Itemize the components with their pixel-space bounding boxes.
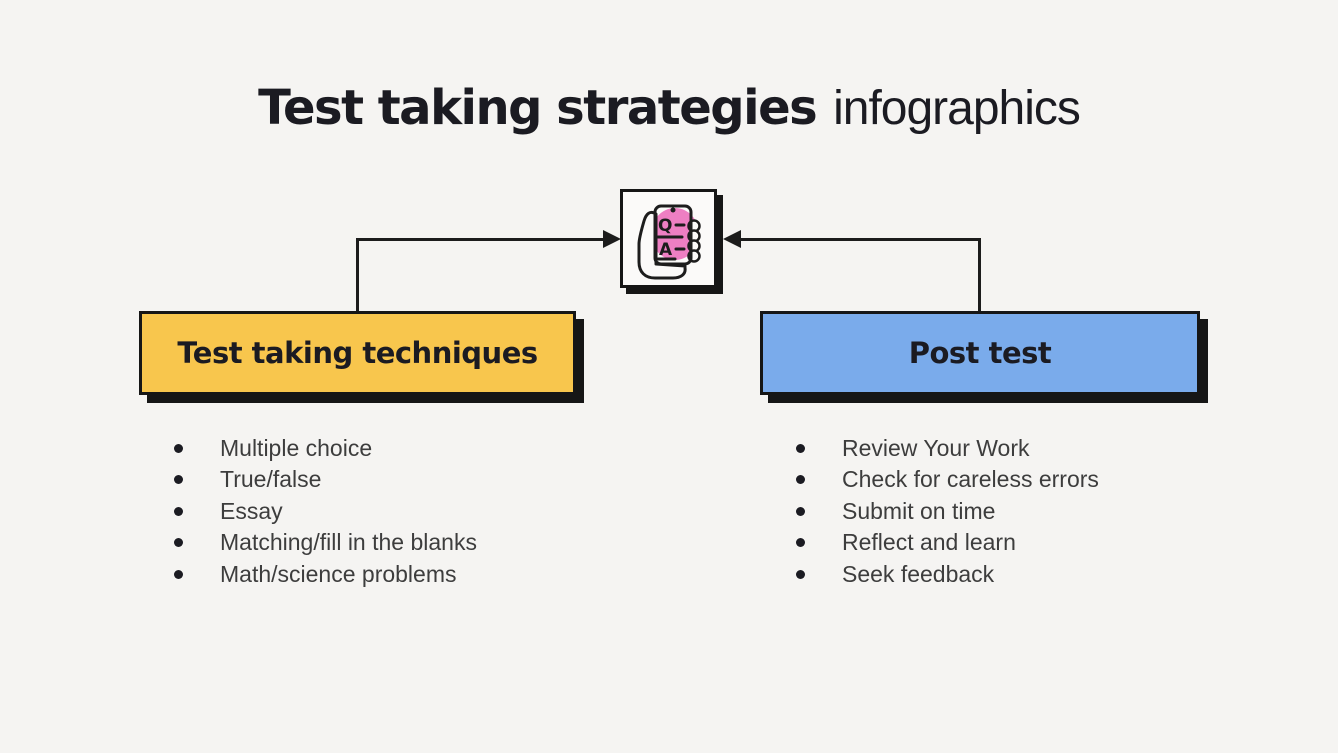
list-item: Reflect and learn bbox=[796, 527, 1099, 558]
connector-right-vertical bbox=[978, 238, 981, 314]
list-item: Essay bbox=[174, 496, 477, 527]
branch-label: Test taking techniques bbox=[177, 336, 538, 370]
card-outline bbox=[653, 204, 692, 265]
branch-label: Post test bbox=[908, 336, 1052, 370]
qa-hand-icon: Q A bbox=[637, 204, 701, 279]
branch-box-post-test: Post test bbox=[760, 311, 1200, 395]
list-item: Check for careless errors bbox=[796, 464, 1099, 495]
connector-left-vertical bbox=[356, 238, 359, 314]
list-item: Math/science problems bbox=[174, 559, 477, 590]
branch-box-test-taking-techniques: Test taking techniques bbox=[139, 311, 576, 395]
list-item: Submit on time bbox=[796, 496, 1099, 527]
post-test-list: Review Your Work Check for careless erro… bbox=[796, 433, 1099, 590]
list-item: Review Your Work bbox=[796, 433, 1099, 464]
list-item: True/false bbox=[174, 464, 477, 495]
list-item: Multiple choice bbox=[174, 433, 477, 464]
list-item: Seek feedback bbox=[796, 559, 1099, 590]
arrowhead-right-icon bbox=[723, 230, 741, 248]
title-emphasis: Test taking strategies bbox=[258, 80, 818, 136]
arrowhead-left-icon bbox=[603, 230, 621, 248]
slide-title: Test taking strategies infographics bbox=[0, 80, 1338, 136]
connector-left-horizontal bbox=[356, 238, 603, 241]
answer-letter: A bbox=[659, 240, 673, 260]
title-suffix: infographics bbox=[833, 82, 1081, 135]
question-letter: Q bbox=[658, 216, 672, 236]
connector-right-horizontal bbox=[741, 238, 981, 241]
center-icon-box: Q A bbox=[620, 189, 717, 288]
hand-shape bbox=[637, 210, 687, 279]
techniques-list: Multiple choice True/false Essay Matchin… bbox=[174, 433, 477, 590]
list-item: Matching/fill in the blanks bbox=[174, 527, 477, 558]
